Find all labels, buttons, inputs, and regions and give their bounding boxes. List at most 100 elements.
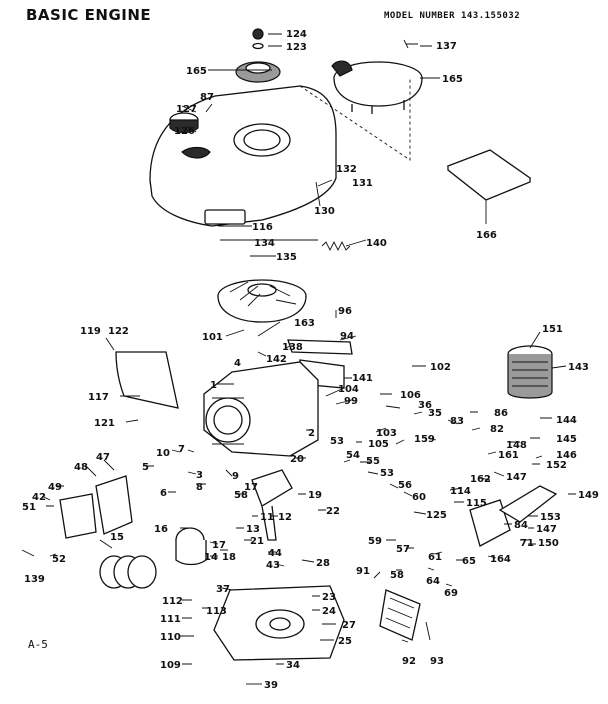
air-cleaner [379, 589, 421, 641]
callout-27: 27 [342, 620, 356, 631]
callout-16: 16 [154, 524, 168, 535]
callout-141: 141 [352, 373, 373, 384]
callout-126: 126 [174, 126, 195, 137]
piston-rings [99, 555, 157, 589]
callout-59: 59 [368, 536, 382, 547]
callout-130: 130 [314, 206, 335, 217]
callout-150: 150 [538, 538, 559, 549]
callout-84: 84 [514, 520, 528, 531]
callout-165-housing: 165 [442, 74, 463, 85]
callout-103: 103 [376, 428, 397, 439]
callout-82: 82 [490, 424, 504, 435]
callout-123: 123 [286, 42, 307, 53]
callout-153: 153 [540, 512, 561, 523]
callout-6: 6 [160, 488, 167, 499]
callout-13: 13 [246, 524, 260, 535]
air-filter-element [507, 345, 553, 399]
callout-112: 112 [162, 596, 183, 607]
callout-131: 131 [352, 178, 373, 189]
callout-54: 54 [346, 450, 360, 461]
callout-145: 145 [556, 434, 577, 445]
callout-labels: 124 123 137 165 165 87 127 126 132 131 1… [22, 29, 599, 691]
callout-58-bottom: 58 [390, 570, 404, 581]
diagram-title: BASIC ENGINE [26, 6, 152, 24]
crankcase-cover [213, 585, 345, 661]
callout-164: 164 [490, 554, 511, 565]
callout-2: 2 [308, 428, 315, 439]
callout-55: 55 [366, 456, 380, 467]
callout-146: 146 [556, 450, 577, 461]
callout-65: 65 [462, 556, 476, 567]
callout-24: 24 [322, 606, 336, 617]
callout-143: 143 [568, 362, 589, 373]
callout-28: 28 [316, 558, 330, 569]
callout-148: 148 [506, 440, 527, 451]
callout-161: 161 [498, 450, 519, 461]
callout-34: 34 [286, 660, 300, 671]
part-drawings [59, 28, 558, 661]
callout-105: 105 [368, 439, 389, 450]
callout-91: 91 [356, 566, 370, 577]
callout-125: 125 [426, 510, 447, 521]
callout-86: 86 [494, 408, 508, 419]
carburetor [469, 485, 558, 547]
callout-25: 25 [338, 636, 352, 647]
callout-52: 52 [52, 554, 66, 565]
callout-35: 35 [428, 408, 442, 419]
callout-64: 64 [426, 576, 440, 587]
callout-83: 83 [450, 416, 464, 427]
callout-47: 47 [96, 452, 110, 463]
callout-104: 104 [338, 384, 359, 395]
callout-113: 113 [206, 606, 227, 617]
callout-142: 142 [266, 354, 287, 365]
callout-135: 135 [276, 252, 297, 263]
callout-162: 162 [470, 474, 491, 485]
callout-137: 137 [436, 41, 457, 52]
callout-12: 12 [278, 512, 292, 523]
callout-94: 94 [340, 331, 354, 342]
callout-49: 49 [48, 482, 62, 493]
callout-8: 8 [196, 482, 203, 493]
callout-22: 22 [326, 506, 340, 517]
callout-134: 134 [254, 238, 275, 249]
callout-132: 132 [336, 164, 357, 175]
callout-14: 14 [204, 552, 218, 563]
breather-cover [59, 475, 133, 539]
callout-17-top: 17 [244, 482, 258, 493]
callout-71: 71 [520, 538, 534, 549]
callout-115: 115 [466, 498, 487, 509]
callout-42: 42 [32, 492, 46, 503]
callout-152: 152 [546, 460, 567, 471]
flywheel [217, 279, 307, 323]
owners-manual [446, 149, 532, 201]
callout-51: 51 [22, 502, 36, 513]
callout-110: 110 [160, 632, 181, 643]
callout-96: 96 [338, 306, 352, 317]
callout-69: 69 [444, 588, 458, 599]
callout-43: 43 [266, 560, 280, 571]
callout-101: 101 [202, 332, 223, 343]
air-baffle [115, 351, 179, 409]
callout-121: 121 [94, 418, 115, 429]
callout-102: 102 [430, 362, 451, 373]
callout-111: 111 [160, 614, 181, 625]
starter-pulley [235, 28, 281, 83]
callout-56: 56 [398, 480, 412, 491]
callout-53-top: 53 [330, 436, 344, 447]
callout-53-bottom: 53 [380, 468, 394, 479]
callout-117: 117 [88, 392, 109, 403]
callout-23: 23 [322, 592, 336, 603]
callout-165-pulley: 165 [186, 66, 207, 77]
leader-lines [21, 33, 576, 685]
callout-138: 138 [282, 342, 303, 353]
callout-119: 119 [80, 326, 101, 337]
callout-151: 151 [542, 324, 563, 335]
callout-1: 1 [210, 380, 217, 391]
callout-92: 92 [402, 656, 416, 667]
callout-10: 10 [156, 448, 170, 459]
callout-3: 3 [196, 470, 203, 481]
callout-106: 106 [400, 390, 421, 401]
callout-61: 61 [428, 552, 442, 563]
